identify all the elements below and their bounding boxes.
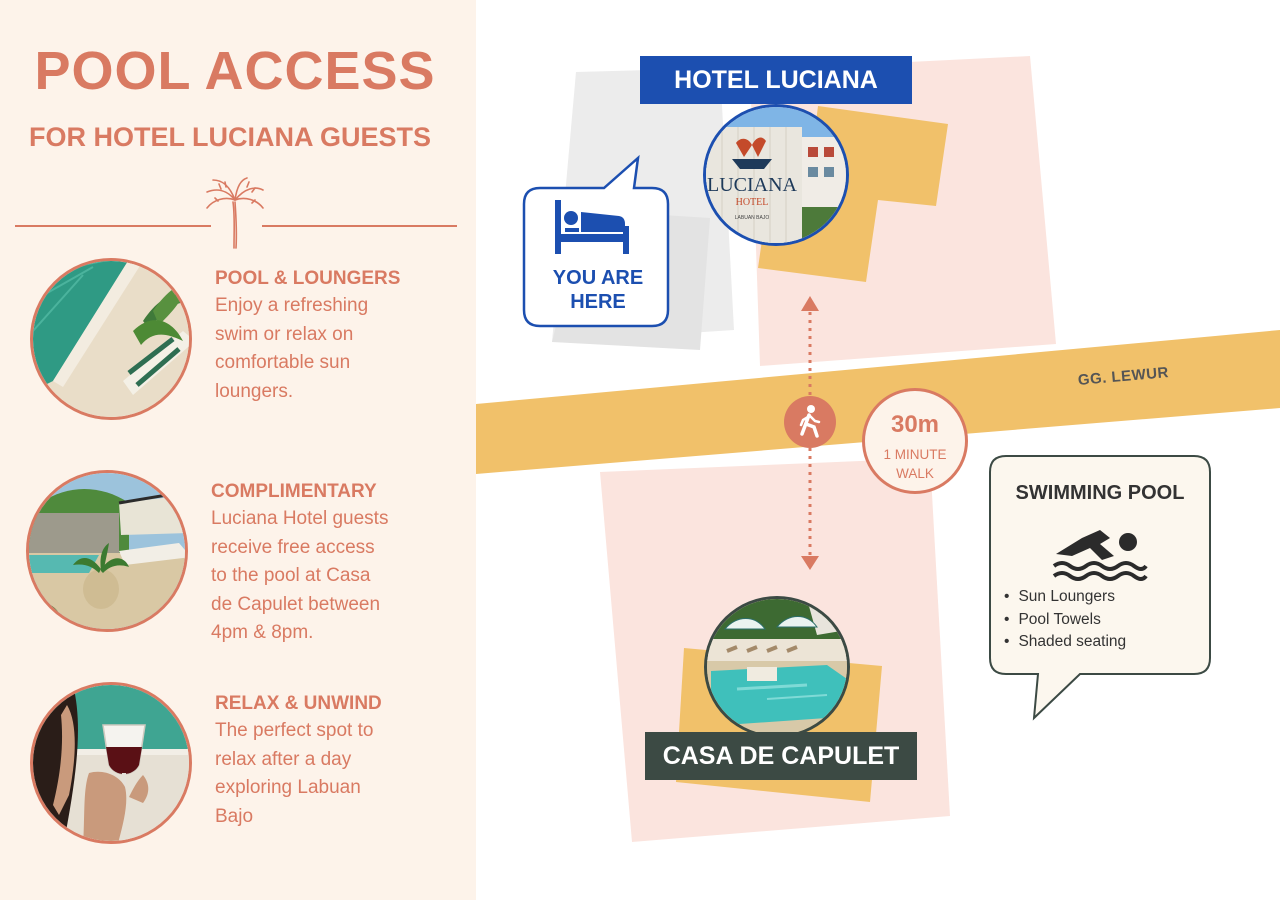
- feature-body-complimentary: Luciana Hotel guests receive free access…: [211, 505, 388, 648]
- pool-loungers-photo: [30, 258, 192, 420]
- distance-time-line: 1 MINUTE: [883, 447, 947, 462]
- feature-line: de Capulet between: [211, 593, 381, 615]
- feature-line: receive free access: [211, 536, 375, 558]
- feature-body-pool-loungers: Enjoy a refreshing swim or relax on comf…: [215, 292, 368, 406]
- feature-line: Luciana Hotel guests: [211, 508, 389, 529]
- feature-line: exploring Labuan: [215, 777, 361, 798]
- distance-value: 30m: [890, 411, 940, 438]
- pool-amenities-list: Sun Loungers Pool Towels Shaded seating: [1004, 586, 1126, 654]
- divider-left: [15, 225, 211, 227]
- you-are-here-label: YOU ARE HERE: [528, 266, 668, 314]
- hotel-sign-location: LABUAN BAJO: [735, 215, 770, 221]
- you-are-here-line: YOU ARE: [552, 267, 644, 289]
- page-title: POOL ACCESS: [34, 41, 436, 101]
- bed-icon: [555, 200, 629, 254]
- pedestrian-icon: [799, 405, 821, 438]
- feature-title-complimentary: COMPLIMENTARY: [211, 481, 377, 502]
- pedestrian-icon-badge: [784, 396, 836, 448]
- casa-de-capulet-photo: [704, 596, 850, 738]
- wine-by-pool-photo: [30, 682, 192, 844]
- casa-de-capulet-label: CASA DE CAPULET: [645, 732, 917, 780]
- info-panel: POOL ACCESS FOR HOTEL LUCIANA GUESTS: [0, 0, 476, 900]
- feature-title-relax-unwind: RELAX & UNWIND: [215, 693, 382, 714]
- amenity-item: Sun Loungers: [1004, 586, 1126, 609]
- page-subtitle: FOR HOTEL LUCIANA GUESTS: [28, 122, 431, 152]
- amenity-item: Shaded seating: [1004, 631, 1126, 654]
- feature-title-pool-loungers: POOL & LOUNGERS: [215, 268, 401, 289]
- feature-line: 4pm & 8pm.: [211, 622, 314, 643]
- hotel-sign-name: LUCIANA: [707, 174, 798, 196]
- feature-line: to the pool at Casa: [211, 565, 371, 586]
- palm-tree-icon: [206, 177, 264, 249]
- feature-line: Enjoy a refreshing: [215, 295, 369, 316]
- distance-time: 1 MINUTE WALK: [865, 445, 965, 483]
- route-arrow-down: [801, 556, 819, 570]
- you-are-here-line: HERE: [570, 291, 626, 313]
- feature-body-relax-unwind: The perfect spot to relax after a day ex…: [215, 717, 373, 831]
- swimming-pool-title: SWIMMING POOL: [1015, 482, 1185, 504]
- feature-line: swim or relax on: [215, 323, 354, 345]
- hotel-luciana-photo: LUCIANA HOTEL LABUAN BAJO: [703, 104, 849, 246]
- amenity-item: Pool Towels: [1004, 609, 1126, 632]
- distance-time-line: WALK: [896, 466, 934, 481]
- distance-badge: 30m 1 MINUTE WALK: [862, 388, 968, 494]
- swimmer-icon: [1052, 530, 1148, 581]
- divider-right: [262, 225, 457, 227]
- feature-line: relax after a day: [215, 748, 352, 770]
- feature-line: The perfect spot to: [215, 720, 374, 741]
- hotel-sign-word: HOTEL: [736, 197, 769, 208]
- feature-line: Bajo: [215, 805, 254, 827]
- route-arrow-up: [801, 296, 819, 311]
- hotel-luciana-label: HOTEL LUCIANA: [640, 56, 912, 104]
- feature-line: loungers.: [215, 380, 294, 402]
- feature-line: comfortable sun: [215, 352, 351, 373]
